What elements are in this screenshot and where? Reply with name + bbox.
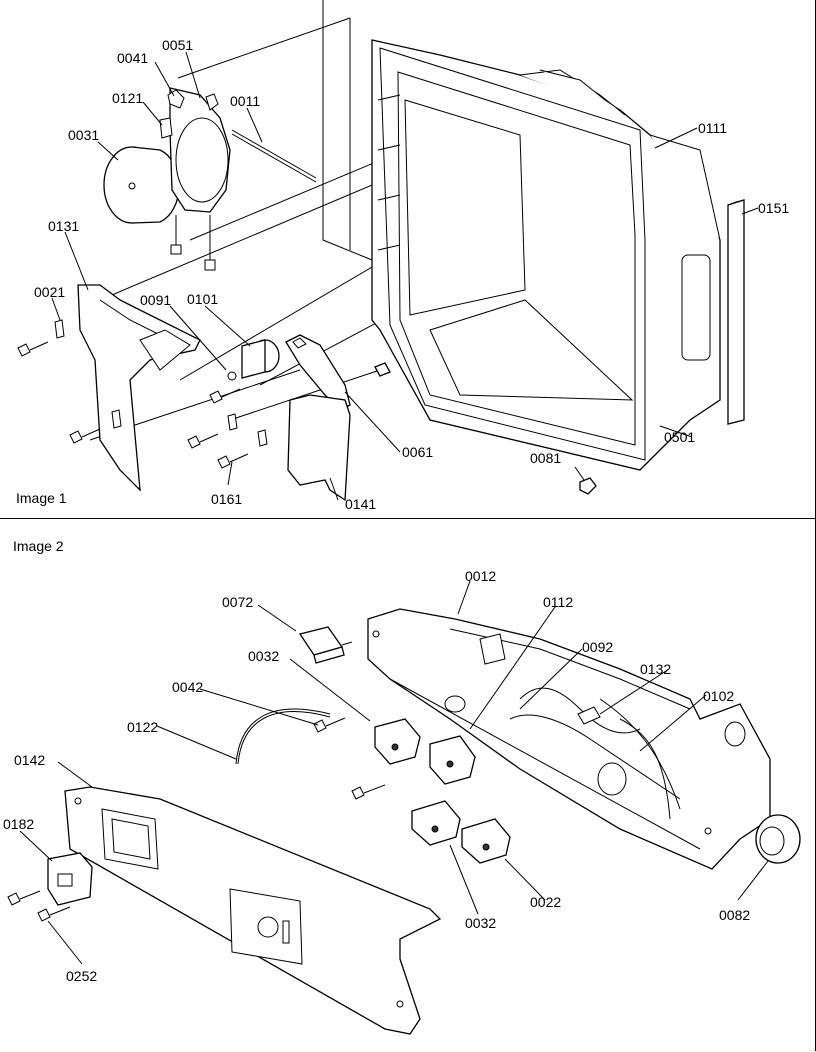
label-0121: 0121 [112,90,143,106]
label-0151: 0151 [758,200,789,216]
image-2-caption: Image 2 [13,538,64,554]
knob-part [755,814,801,864]
label-0041: 0041 [117,50,148,66]
screws [17,319,268,469]
damper-arm-part [285,334,351,411]
label-0021: 0021 [34,284,65,300]
label-0061: 0061 [402,444,433,460]
label-0012: 0012 [465,568,496,584]
label-0112: 0112 [543,594,573,610]
label-0032-upper: 0032 [248,648,279,664]
fan-blade-part [103,146,180,224]
label-0122: 0122 [127,719,158,735]
leader-lines [51,51,759,501]
label-0072: 0072 [222,594,253,610]
shaft-part [231,129,317,183]
label-0022: 0022 [530,894,561,910]
leader-lines [19,580,769,965]
wire-0122-part [235,708,331,765]
side-strip-part [727,199,745,425]
image-1-panel: 0041 0051 0121 0011 0031 0111 0151 0131 … [0,0,816,518]
housing-frame-part [371,39,721,471]
front-panel-part [64,786,442,1035]
right-duct-part [287,394,351,502]
label-0081: 0081 [530,450,561,466]
label-0132: 0132 [640,661,671,677]
label-0051: 0051 [162,37,193,53]
label-0102: 0102 [703,688,734,704]
label-0031: 0031 [68,127,99,143]
label-0111: 0111 [698,120,727,136]
label-0501: 0501 [664,429,695,445]
control-housing-part [367,608,771,870]
switch-lower-part [411,800,511,864]
motor-bracket-part [159,87,231,271]
label-0011: 0011 [230,93,260,109]
screw [351,784,386,800]
label-0161: 0161 [211,491,242,507]
fuse-part [298,626,353,664]
left-duct-part [77,284,201,492]
damper-motor-part [227,339,280,381]
label-0131: 0131 [48,218,79,234]
image-1-caption: Image 1 [16,490,67,506]
image-2-exploded-diagram: Image 2 [3,538,801,1035]
label-0141: 0141 [345,496,376,512]
label-0101: 0101 [187,291,218,307]
clip-part [374,362,597,495]
label-0042: 0042 [172,679,203,695]
screw-0042 [313,717,346,733]
label-0032-lower: 0032 [465,915,496,931]
switch-upper-part [374,718,476,785]
label-0092: 0092 [582,639,613,655]
image-2-panel: Image 2 [0,518,816,1051]
label-0091: 0091 [140,292,171,308]
label-0252: 0252 [66,968,97,984]
label-0082: 0082 [719,907,750,923]
wire-harness-part [509,687,681,820]
label-0182: 0182 [3,816,34,832]
label-0142: 0142 [14,752,45,768]
image-1-exploded-diagram: 0041 0051 0121 0011 0031 0111 0151 0131 … [16,0,789,512]
small-switch-part [7,852,93,922]
